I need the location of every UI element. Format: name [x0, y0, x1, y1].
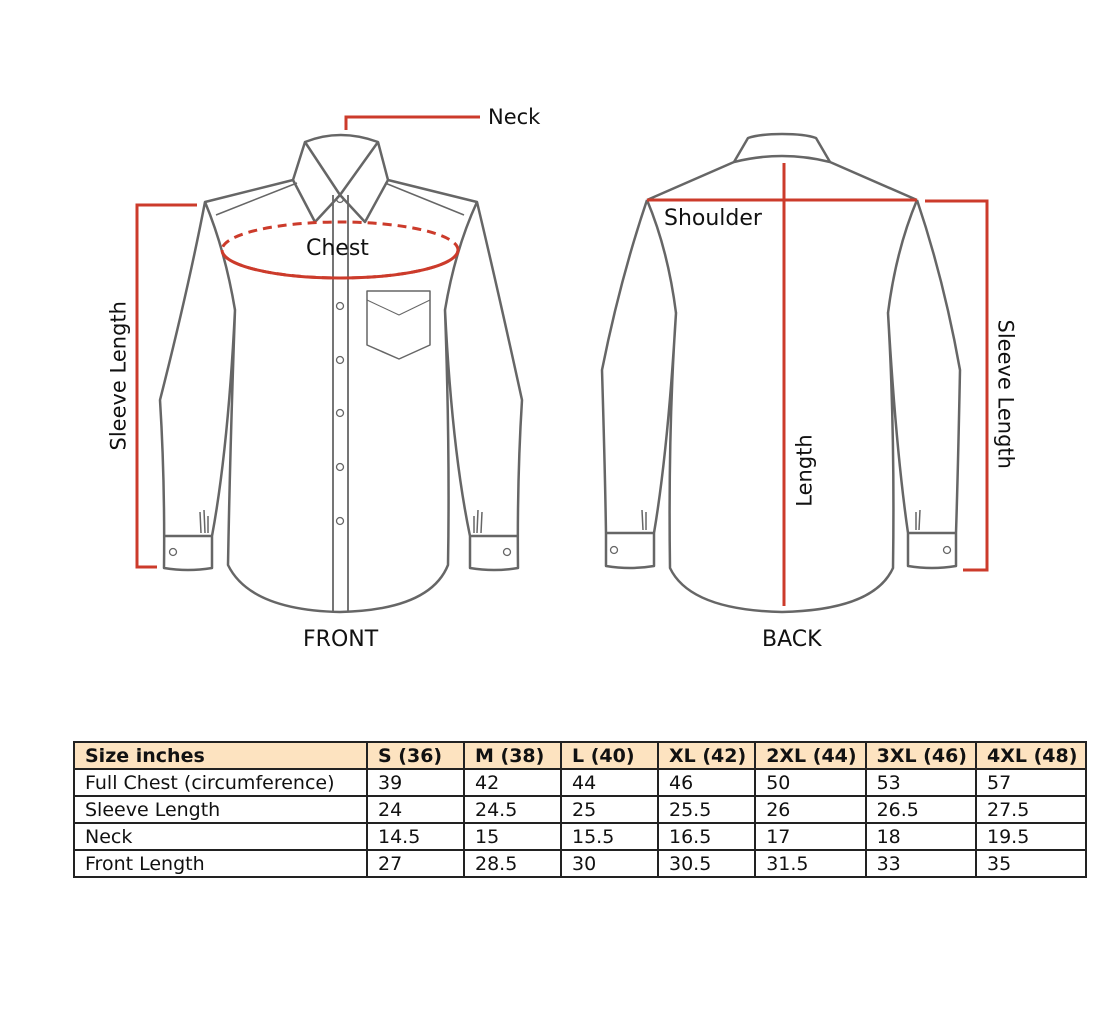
table-cell: 15	[463, 822, 562, 851]
table-header-row: Size inches S (36) M (38) L (40) XL (42)…	[73, 741, 1088, 770]
table-cell: 30.5	[656, 849, 757, 878]
row-label: Front Length	[73, 849, 368, 878]
sleeve-length-front-label: Sleeve Length	[106, 301, 131, 451]
table-cell: 50	[754, 768, 867, 797]
header-cell: Size inches	[73, 741, 368, 770]
table-cell: 30	[560, 849, 659, 878]
back-shirt-outline	[600, 132, 962, 614]
shirt-measurement-diagram: Neck Chest Sleeve Length Shoulder Length…	[106, 105, 1018, 652]
neck-line	[344, 115, 480, 130]
row-label: Sleeve Length	[73, 795, 368, 824]
table-row: Full Chest (circumference) 39 42 44 46 5…	[73, 768, 1088, 797]
front-shirt-outline	[158, 133, 524, 614]
header-cell: XL (42)	[656, 741, 757, 770]
header-cell: 3XL (46)	[864, 741, 978, 770]
front-caption: FRONT	[303, 627, 379, 652]
button-icons	[168, 194, 952, 557]
table-cell: 17	[754, 822, 867, 851]
table-cell: 25.5	[656, 795, 757, 824]
table-cell: 15.5	[560, 822, 659, 851]
table-cell: 24.5	[463, 795, 562, 824]
header-cell: S (36)	[366, 741, 465, 770]
chest-ellipse-front	[220, 249, 460, 280]
table-cell: 19.5	[974, 822, 1088, 851]
table-cell: 24	[366, 795, 465, 824]
table-cell: 27	[366, 849, 465, 878]
table-cell: 26	[754, 795, 867, 824]
chest-label: Chest	[306, 236, 369, 261]
header-cell: 4XL (48)	[974, 741, 1088, 770]
table-row: Neck 14.5 15 15.5 16.5 17 18 19.5	[73, 822, 1088, 851]
table-cell: 25	[560, 795, 659, 824]
row-label: Neck	[73, 822, 368, 851]
header-cell: 2XL (44)	[754, 741, 867, 770]
table-cell: 18	[864, 822, 978, 851]
back-sleeve-line	[925, 199, 989, 572]
header-cell: L (40)	[560, 741, 659, 770]
length-label: Length	[792, 434, 817, 507]
table-cell: 44	[560, 768, 659, 797]
table-cell: 53	[864, 768, 978, 797]
table-cell: 14.5	[366, 822, 465, 851]
shirt-illustration	[135, 115, 989, 614]
table-cell: 16.5	[656, 822, 757, 851]
measurement-lines	[135, 115, 989, 606]
table-cell: 26.5	[864, 795, 978, 824]
table-row: Sleeve Length 24 24.5 25 25.5 26 26.5 27…	[73, 795, 1088, 824]
neck-label: Neck	[488, 105, 541, 129]
table-cell: 33	[864, 849, 978, 878]
table-cell: 35	[974, 849, 1088, 878]
table-cell: 28.5	[463, 849, 562, 878]
table-cell: 31.5	[754, 849, 867, 878]
shoulder-label: Shoulder	[664, 206, 762, 231]
front-sleeve-line	[135, 203, 197, 569]
table-cell: 57	[974, 768, 1088, 797]
header-cell: M (38)	[463, 741, 562, 770]
table-cell: 39	[366, 768, 465, 797]
table-cell: 42	[463, 768, 562, 797]
back-caption: BACK	[762, 627, 822, 652]
sleeve-length-back-label: Sleeve Length	[993, 319, 1018, 469]
size-chart-table: Size inches S (36) M (38) L (40) XL (42)…	[73, 741, 1088, 878]
table-cell: 27.5	[974, 795, 1088, 824]
table-row: Front Length 27 28.5 30 30.5 31.5 33 35	[73, 849, 1088, 878]
table-cell: 46	[656, 768, 757, 797]
row-label: Full Chest (circumference)	[73, 768, 368, 797]
